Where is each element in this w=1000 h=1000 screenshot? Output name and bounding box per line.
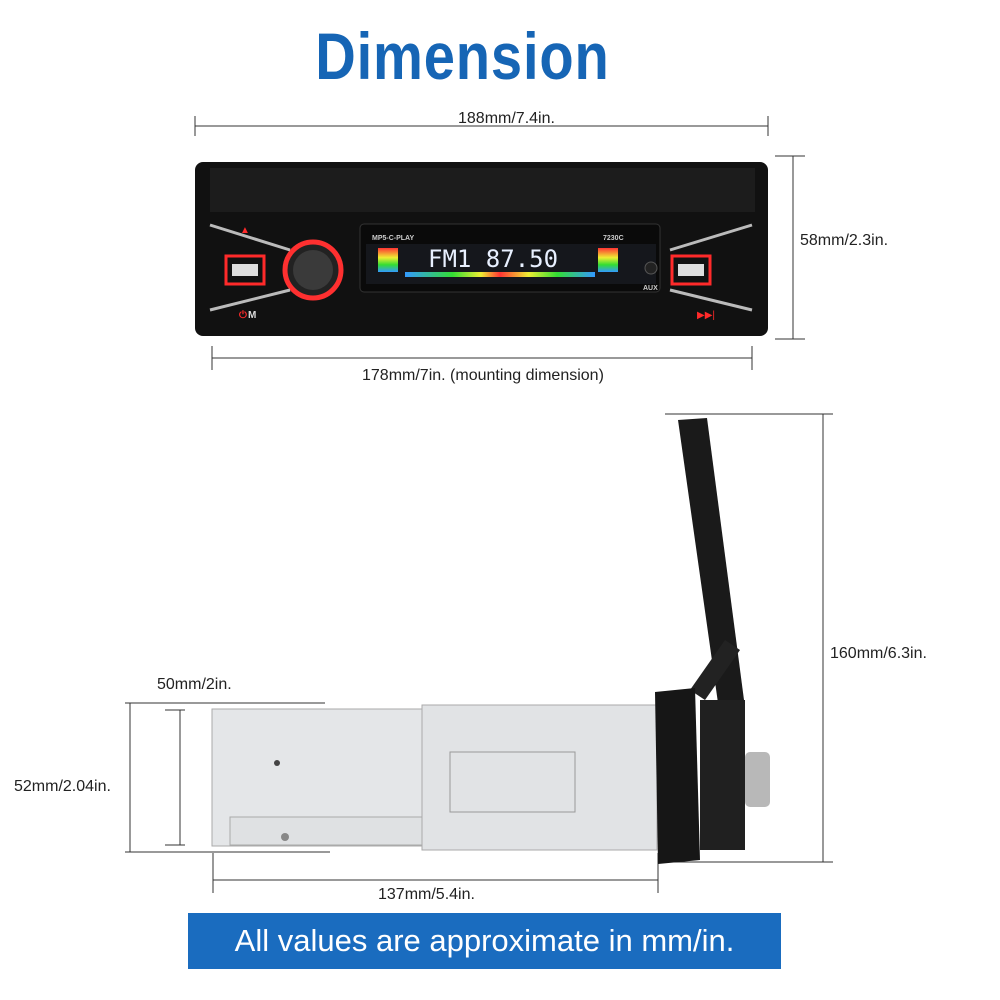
front-dimension-lines [194, 116, 805, 370]
display-readout: FM1 87.50 [428, 245, 558, 273]
page-title: Dimension [315, 19, 610, 93]
knob-side [745, 752, 770, 807]
brand-text: MP5-C-PLAY [372, 235, 414, 242]
eject-icon: ▲ [240, 225, 250, 236]
side-height-label: 52mm/2.04in. [14, 778, 111, 795]
aux-label: AUX [643, 285, 658, 292]
usb-port-right [670, 254, 712, 286]
mounting-label: 178mm/7in. (mounting dimension) [362, 367, 604, 384]
model-text: 7230C [603, 235, 624, 242]
width-label: 188mm/7.4in. [458, 110, 555, 127]
front-bezel [655, 688, 700, 864]
car-stereo-side [211, 418, 770, 864]
power-icon: ⏻ [239, 309, 247, 321]
outer-height-label: 50mm/2in. [157, 676, 232, 693]
total-height-label: 160mm/6.3in. [830, 645, 927, 662]
usb-port-left [224, 254, 266, 286]
approximation-banner: All values are approximate in mm/in. [188, 913, 781, 969]
side-dimension-lines [125, 413, 833, 893]
height-label: 58mm/2.3in. [800, 232, 889, 249]
car-stereo-front: MP5-C-PLAY 7230C FM1 87.50 AUX ▲ ⏻ M ▶▶| [195, 162, 768, 336]
flip-screen [678, 418, 744, 703]
depth-label: 137mm/5.4in. [378, 886, 475, 903]
mode-label: M [248, 310, 256, 321]
aux-jack [644, 261, 658, 275]
next-track-icon: ▶▶| [697, 310, 715, 321]
